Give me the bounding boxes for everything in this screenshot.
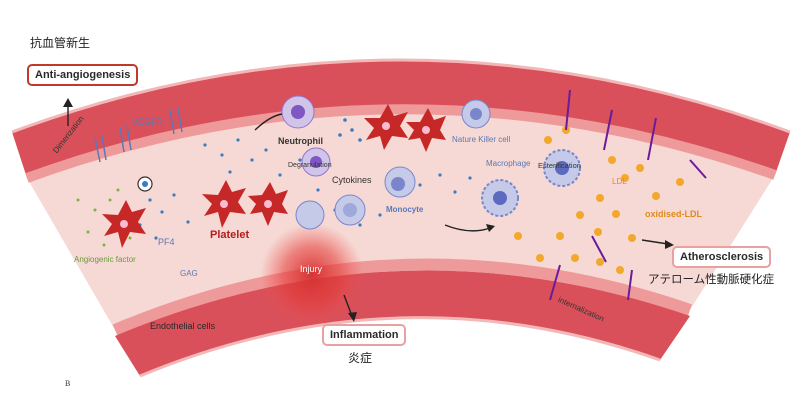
injury-site	[260, 223, 364, 327]
atherosclerosis-jp-label: アテローム性動脈硬化症	[648, 272, 775, 286]
anti-angiogenesis-jp-label: 抗血管新生	[30, 36, 91, 50]
endothelium-top	[25, 104, 777, 183]
ldl-particles	[514, 126, 684, 274]
oxidised-ldl-chains	[549, 89, 707, 301]
vessel-wall-top-edge	[11, 58, 791, 134]
atherosclerosis-box: Atherosclerosis	[672, 246, 772, 269]
platelet-label: Platelet	[210, 229, 250, 241]
endothelium-bottom	[112, 258, 692, 336]
vegfr-receptors	[94, 107, 183, 163]
ldl-label: LDL	[612, 177, 627, 186]
flow-arrows	[67, 104, 669, 317]
immune-cells	[137, 95, 581, 230]
pf4-label: PF4	[158, 237, 175, 247]
degranulation-label: Degranulation	[288, 162, 332, 169]
cytokines-label: Cytokines	[332, 175, 372, 185]
neutrophil-label: Neutrophil	[278, 136, 323, 146]
macrophage-label: Macrophage	[486, 159, 531, 168]
vessel-lumen	[27, 109, 775, 330]
arrow-heads	[63, 98, 674, 322]
inflammation-box: Inflammation	[322, 324, 407, 347]
panel-letter: B	[65, 379, 71, 388]
esterification-label: Esterification	[538, 161, 581, 170]
gag-label: GAG	[180, 269, 198, 278]
inflammation-jp-label: 炎症	[348, 351, 373, 365]
monocyte-label: Monocyte	[386, 205, 424, 214]
platelet-nuclei	[120, 122, 430, 228]
anti-angiogenesis-box: Anti-angiogenesis	[27, 64, 139, 87]
vessel-wall-bottom-edge	[139, 316, 661, 378]
endothelial-cells-label: Endothelial cells	[150, 321, 216, 331]
vegfr-label: VEGFR	[132, 117, 164, 127]
vessel-wall-bottom	[115, 270, 690, 376]
injury-label: Injury	[300, 264, 323, 274]
oxidised-ldl-label: oxidised-LDL	[645, 209, 703, 219]
angiogenic-factor-label: Angiogenic factor	[74, 255, 136, 264]
cytokine-dots	[138, 118, 472, 240]
nk-cell-label: Nature Killer cell	[452, 135, 511, 144]
vessel-wall-top	[12, 60, 790, 178]
